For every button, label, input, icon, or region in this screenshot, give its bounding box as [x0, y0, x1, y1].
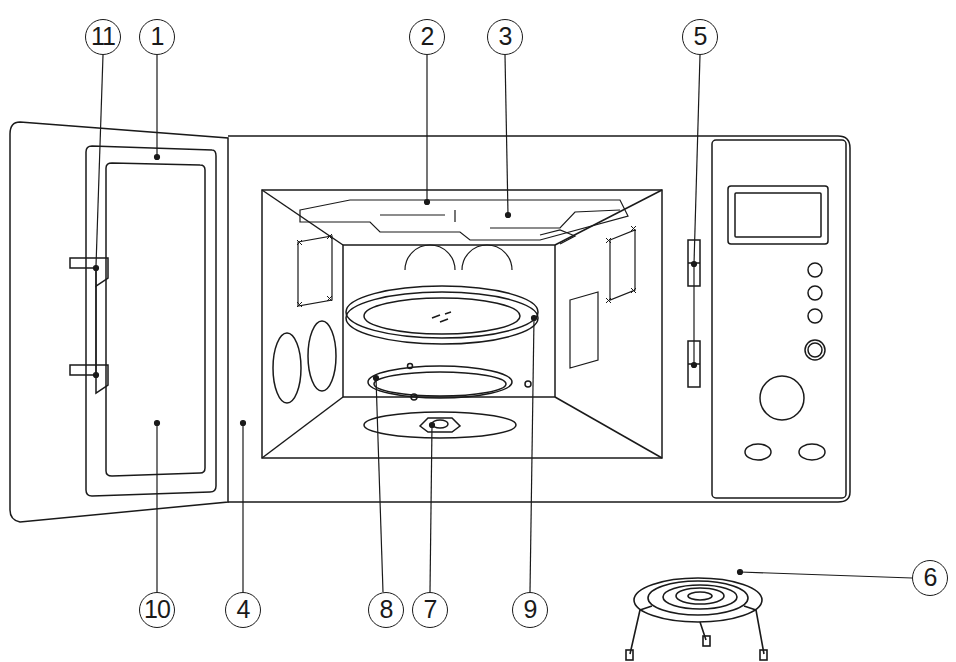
- glass-tray: [346, 286, 538, 338]
- callout-number: 6: [912, 560, 948, 596]
- control-panel: [712, 140, 846, 498]
- callout-number: 3: [487, 19, 523, 55]
- display: [728, 186, 828, 244]
- callout-number: 9: [512, 592, 548, 628]
- callout-number: 7: [412, 592, 448, 628]
- door-hook: [70, 258, 108, 286]
- door-hook: [70, 365, 108, 393]
- callout-number: 5: [682, 19, 718, 55]
- door-window: [106, 163, 205, 476]
- dial: [760, 376, 804, 420]
- cavity: [262, 190, 662, 458]
- callout-number: 8: [368, 592, 404, 628]
- callout-number: 10: [139, 592, 175, 628]
- callout-number: 1: [139, 19, 175, 55]
- callout-number: 4: [225, 592, 261, 628]
- callout-number: 2: [409, 19, 445, 55]
- grill-rack: [626, 578, 767, 660]
- callout-number: 11: [85, 19, 121, 55]
- door-frame: [86, 146, 216, 496]
- oven-body: [228, 136, 850, 502]
- roller-ring: [368, 366, 512, 398]
- leader-lines: [94, 55, 913, 592]
- turntable-shaft-area: [364, 412, 516, 438]
- door: [10, 122, 228, 522]
- back-wall: [343, 245, 555, 397]
